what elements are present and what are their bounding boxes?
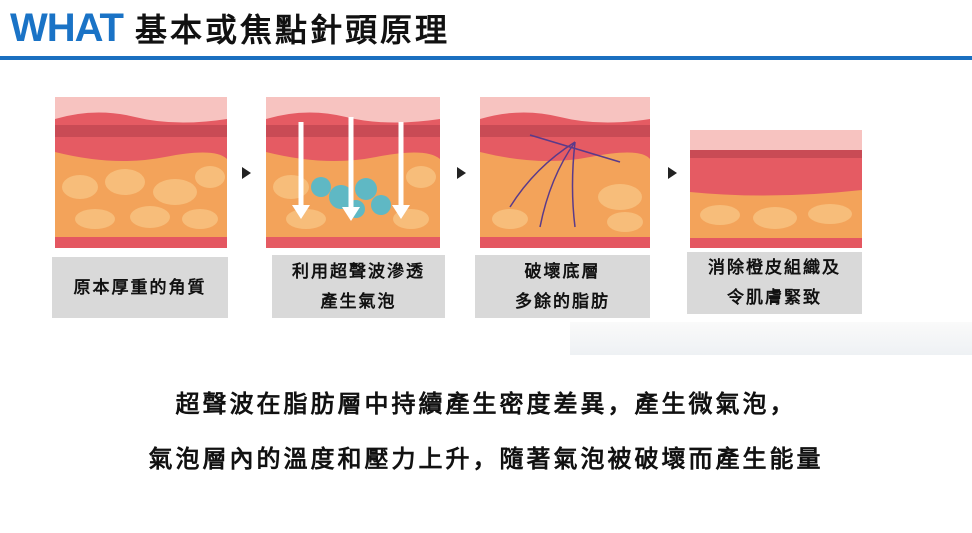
- body-text-line-1: 超聲波在脂肪層中持續產生密度差異，產生微氣泡，: [175, 390, 797, 418]
- step-label-1: 原本厚重的角質: [52, 257, 228, 318]
- slide-title: WHAT 基本或焦點針頭原理: [10, 6, 450, 50]
- title-prefix: WHAT: [10, 5, 124, 50]
- step-label-line: 令肌膚緊致: [727, 288, 822, 308]
- skin-panel-original: [55, 97, 227, 248]
- step-label-line: 利用超聲波滲透: [292, 261, 425, 282]
- title-text: 基本或焦點針頭原理: [135, 11, 451, 49]
- step-label-3: 破壞底層 多餘的脂肪: [475, 255, 650, 318]
- next-arrow-icon: [242, 167, 251, 179]
- skin-panel-fat-broken: [480, 97, 650, 248]
- next-arrow-icon: [457, 167, 466, 179]
- step-label-line: 破壞底層: [524, 261, 601, 282]
- step-label-line: 產生氣泡: [320, 291, 397, 312]
- skin-panel-firm: [690, 130, 862, 248]
- skin-panel-ultrasound: [266, 97, 440, 248]
- step-label-line: 消除橙皮組織及: [708, 258, 841, 278]
- body-text-line-2: 氣泡層內的溫度和壓力上升，隨著氣泡被破壞而產生能量: [148, 445, 824, 473]
- device-image: [570, 322, 972, 355]
- next-arrow-icon: [668, 167, 677, 179]
- title-underline: [0, 56, 972, 60]
- step-label-2: 利用超聲波滲透 產生氣泡: [272, 255, 445, 318]
- step-label-line: 原本厚重的角質: [73, 277, 207, 298]
- step-label-line: 多餘的脂肪: [515, 291, 610, 312]
- step-label-4: 消除橙皮組織及 令肌膚緊致: [687, 252, 862, 314]
